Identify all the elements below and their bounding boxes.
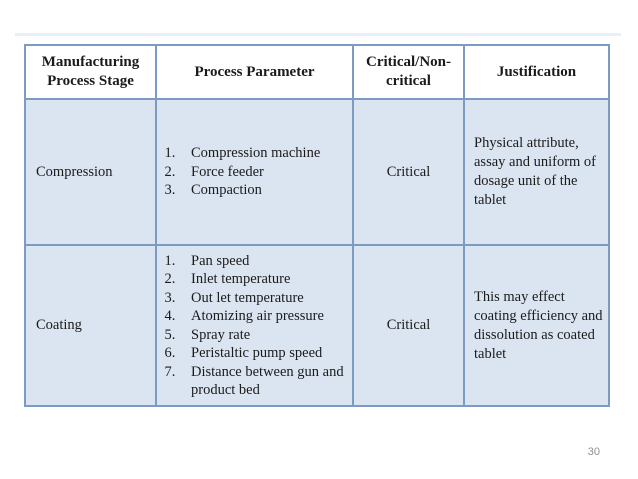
parameter-item: Out let temperature (179, 289, 352, 308)
parameter-item: Inlet temperature (179, 270, 352, 289)
parameter-item: Force feeder (179, 163, 352, 182)
justification-cell: Physical attribute, assay and uniform of… (463, 98, 610, 246)
parameters-cell: Compression machine Force feeder Compact… (155, 98, 354, 246)
header-justification: Justification (463, 44, 610, 100)
parameter-item: Distance between gun and product bed (179, 363, 352, 400)
header-process-parameter: Process Parameter (155, 44, 354, 100)
criticality-cell: Critical (352, 244, 465, 407)
header-critical-non-critical: Critical/Non-critical (352, 44, 465, 100)
table-row-compression: Compression Compression machine Force fe… (24, 98, 610, 246)
parameter-list: Compression machine Force feeder Compact… (157, 144, 352, 200)
header-manufacturing-process-stage: Manufacturing Process Stage (24, 44, 157, 100)
parameters-cell: Pan speed Inlet temperature Out let temp… (155, 244, 354, 407)
table-top-shadow (15, 33, 621, 36)
parameter-item: Spray rate (179, 326, 352, 345)
process-parameters-table: Manufacturing Process Stage Process Para… (24, 44, 610, 407)
parameter-list: Pan speed Inlet temperature Out let temp… (157, 252, 352, 400)
parameter-item: Pan speed (179, 252, 352, 271)
table-header-row: Manufacturing Process Stage Process Para… (24, 44, 610, 100)
page-number: 30 (587, 446, 600, 458)
parameter-item: Peristaltic pump speed (179, 344, 352, 363)
parameter-item: Compression machine (179, 144, 352, 163)
stage-cell: Coating (24, 244, 157, 407)
parameter-item: Atomizing air pressure (179, 307, 352, 326)
justification-cell: This may effect coating efficiency and d… (463, 244, 610, 407)
stage-cell: Compression (24, 98, 157, 246)
parameter-item: Compaction (179, 181, 352, 200)
criticality-cell: Critical (352, 98, 465, 246)
table-row-coating: Coating Pan speed Inlet temperature Out … (24, 244, 610, 407)
